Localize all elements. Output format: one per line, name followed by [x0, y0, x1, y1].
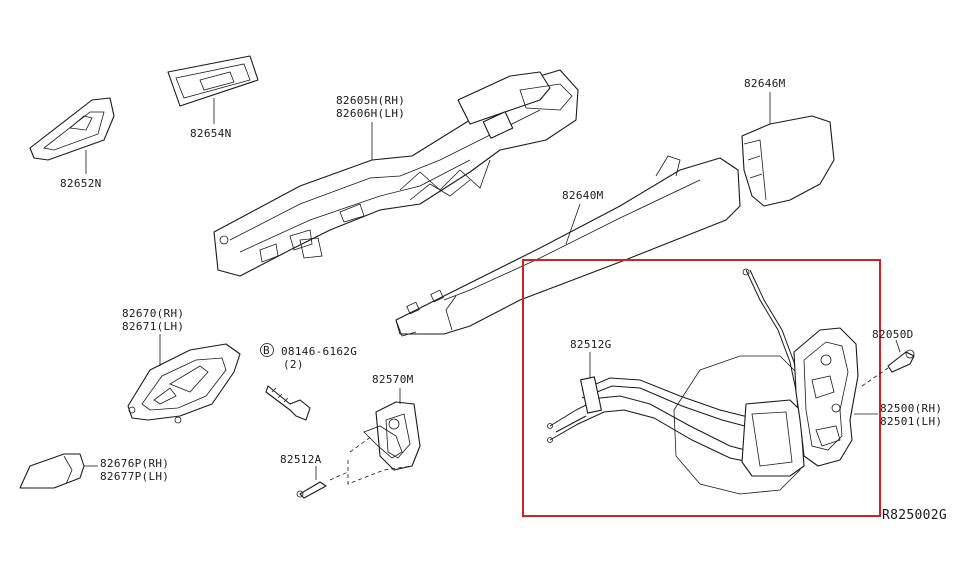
label-82676p: 82676P(RH) — [100, 457, 169, 470]
label-82501: 82501(LH) — [880, 415, 942, 428]
part-82652n-escutcheon — [29, 97, 115, 174]
part-82050d-screw — [861, 339, 915, 387]
label-82646m: 82646M — [744, 77, 786, 90]
label-82500: 82500(RH) — [880, 402, 942, 415]
part-82676p-cap — [19, 453, 98, 489]
label-82606h: 82606H(LH) — [336, 107, 405, 120]
part-82640m-outside-handle — [395, 155, 741, 337]
label-bolt-qty: (2) — [283, 358, 304, 371]
label-82512a: 82512A — [280, 453, 322, 466]
label-82671: 82671(LH) — [122, 320, 184, 333]
diagram-reference-code: R825002G — [882, 508, 947, 523]
label-82605h: 82605H(RH) — [336, 94, 405, 107]
part-82570m-striker — [347, 388, 421, 485]
label-82652n: 82652N — [60, 177, 102, 190]
label-bolt-circle-b: B — [263, 344, 270, 357]
part-82670-inside-handle — [127, 334, 241, 424]
part-82512a-screw — [296, 466, 349, 499]
part-82500-lock-actuator — [673, 327, 878, 495]
part-82512g-cables — [547, 268, 803, 467]
label-82670: 82670(RH) — [122, 307, 184, 320]
part-82605h-handle-frame — [213, 69, 579, 277]
label-82570m: 82570M — [372, 373, 414, 386]
label-82654n: 82654N — [190, 127, 232, 140]
label-82050d: 82050D — [872, 328, 914, 341]
label-82640m: 82640M — [562, 189, 604, 202]
label-82512g: 82512G — [570, 338, 612, 351]
part-82646m-end-cap — [741, 92, 835, 207]
label-82677p: 82677P(LH) — [100, 470, 169, 483]
highlight-box — [522, 259, 881, 517]
part-08146-bolt — [260, 343, 311, 421]
part-82654n-pad — [167, 55, 259, 124]
label-bolt-code: 08146-6162G — [281, 345, 357, 358]
